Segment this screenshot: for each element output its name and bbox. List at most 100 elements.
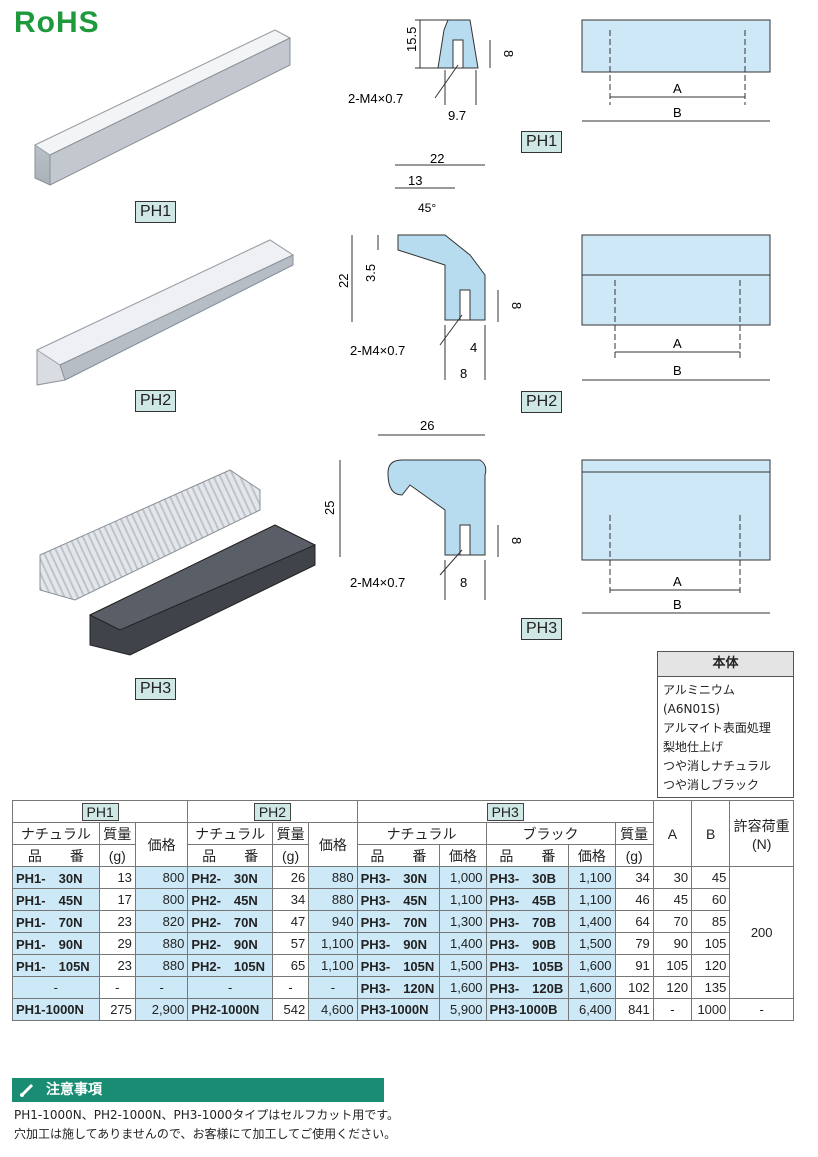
table-cell: 91	[614, 954, 654, 977]
rohs-logo: RoHS	[14, 6, 100, 40]
table-cell: 64	[614, 910, 654, 933]
table-cell: -	[12, 976, 100, 999]
ph3-black-header: ブラック	[485, 822, 616, 845]
ph3-natural-partno-header: 品 番	[356, 844, 441, 867]
ph2-angle-dim: 45°	[418, 201, 436, 215]
table-cell: 542	[271, 998, 310, 1021]
table-cell: 79	[614, 932, 654, 955]
ph2-price-header: 価格	[308, 822, 358, 867]
ph3-black-partno-header: 品 番	[485, 844, 570, 867]
spec-line: つや消しブラック	[663, 778, 760, 792]
ph3-mass-unit: (g)	[614, 844, 654, 867]
table-cell: 47	[271, 910, 310, 933]
ph1-height-dim: 15.5	[404, 27, 419, 52]
ph3-thread-label: 2-M4×0.7	[350, 575, 405, 590]
load-label: 許容荷重	[733, 817, 790, 834]
notes-header: 注意事項	[12, 1078, 384, 1102]
table-cell: PH3- 105B	[485, 954, 570, 977]
ph3-black-price-header: 価格	[568, 844, 616, 867]
table-cell: 1,100	[308, 932, 358, 955]
table-cell: 45	[691, 866, 731, 889]
table-cell: PH3- 70N	[356, 910, 441, 933]
table-cell: 90	[652, 932, 693, 955]
table-cell: -	[652, 998, 693, 1021]
ph2-inner-dim: 13	[408, 173, 422, 188]
ph3-group-label: PH3	[486, 802, 524, 821]
ph1-top-view: A B	[581, 19, 771, 122]
spec-line: 梨地仕上げ	[663, 740, 724, 754]
ph2-group-label: PH2	[253, 802, 292, 821]
table-cell: 1,000	[439, 866, 487, 889]
table-cell: 275	[98, 998, 136, 1021]
table-cell: PH1- 45N	[12, 888, 100, 911]
table-cell: 29	[98, 932, 136, 955]
table-cell: 34	[614, 866, 654, 889]
table-cell: 800	[134, 888, 189, 911]
col-a-header: A	[652, 800, 693, 867]
table-cell: 880	[308, 866, 358, 889]
ph2-top-view: A B	[581, 234, 771, 381]
table-cell: 1,400	[439, 932, 487, 955]
ph1-product-image	[33, 29, 292, 186]
table-cell: 1,600	[568, 954, 616, 977]
table-cell: 105	[652, 954, 693, 977]
table-cell: 60	[691, 888, 731, 911]
table-cell: PH2- 90N	[187, 932, 273, 955]
ph2-drawing-label: PH2	[521, 391, 563, 413]
table-cell: 1,300	[439, 910, 487, 933]
table-cell: PH1- 90N	[12, 932, 100, 955]
table-cell: PH3- 90N	[356, 932, 441, 955]
table-cell: 1,600	[439, 976, 487, 999]
table-cell: PH3- 90B	[485, 932, 570, 955]
ph3-drawing-label: PH3	[521, 618, 563, 640]
table-cell: 940	[308, 910, 358, 933]
notes-line: PH1-1000N、PH2-1000N、PH3-1000タイプはセルフカット用で…	[14, 1108, 400, 1122]
ph2-section-drawing: 22 13 45° 22 3.5 8 8 4 2-M4×0.7	[336, 151, 524, 381]
ph1-image-label: PH1	[135, 201, 177, 223]
ph1-drawing-label: PH1	[521, 131, 563, 153]
ph3-depth-dim: 8	[460, 575, 467, 590]
ph1-mass-header: 質量	[98, 822, 136, 845]
pencil-icon	[20, 1083, 34, 1097]
ph3-top-view: A B	[581, 459, 771, 614]
ph1-group-label: PH1	[81, 802, 119, 821]
spec-line: つや消しナチュラル	[663, 759, 772, 773]
ph1-natural-header: ナチュラル	[12, 822, 100, 845]
ph3-dim-a: A	[673, 574, 682, 589]
table-cell: 85	[691, 910, 731, 933]
notes-line: 穴加工は施してありませんので、お客様にて加工してご使用ください。	[14, 1127, 397, 1141]
table-cell: 30	[652, 866, 693, 889]
table-cell: 45	[652, 888, 693, 911]
table-cell: PH2- 70N	[187, 910, 273, 933]
ph2-natural-header: ナチュラル	[187, 822, 273, 845]
ph2-group-header: PH2	[187, 800, 358, 823]
table-cell: 6,400	[568, 998, 616, 1021]
table-cell: 800	[134, 866, 189, 889]
table-cell: 23	[98, 910, 136, 933]
table-cell: PH3- 105N	[356, 954, 441, 977]
col-load-header: 許容荷重(N)	[729, 800, 794, 867]
table-cell: 120	[652, 976, 693, 999]
table-cell: 1,500	[568, 932, 616, 955]
ph1-depth-dim: 9.7	[448, 108, 466, 123]
ph2-width-dim: 22	[430, 151, 444, 166]
ph2-mass-unit: (g)	[271, 844, 310, 867]
table-cell: 1,100	[568, 866, 616, 889]
ph3-width-dim: 26	[420, 418, 434, 433]
spec-line: アルミニウム(A6N01S)	[663, 683, 735, 716]
table-cell: PH2-1000N	[187, 998, 273, 1021]
table-cell: PH2- 45N	[187, 888, 273, 911]
table-cell: 34	[271, 888, 310, 911]
ph1-price-header: 価格	[134, 822, 189, 867]
table-cell: PH1-1000N	[12, 998, 100, 1021]
ph2-lip-dim: 3.5	[363, 264, 378, 282]
table-cell: 5,900	[439, 998, 487, 1021]
ph3-product-image	[39, 469, 317, 656]
table-cell: 17	[98, 888, 136, 911]
table-cell: 57	[271, 932, 310, 955]
ph1-section-drawing: 15.5 8 9.7 2-M4×0.7	[348, 19, 516, 123]
table-cell: 2,900	[134, 998, 189, 1021]
